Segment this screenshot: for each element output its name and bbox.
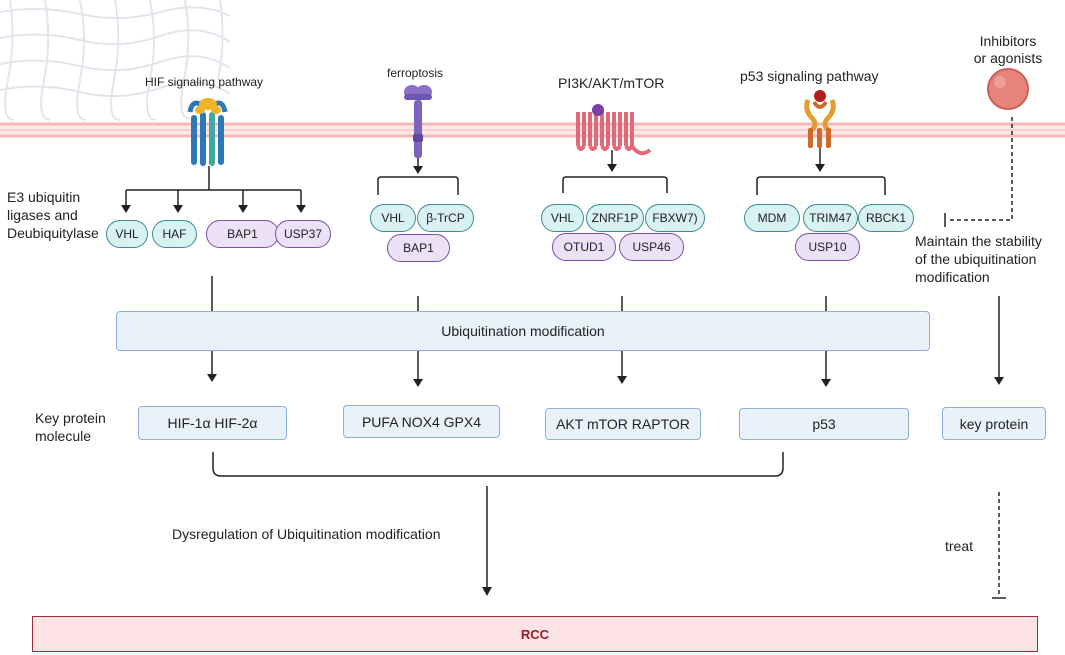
rcc-bar: RCC xyxy=(32,616,1038,652)
stability-text-line3: modification xyxy=(915,269,990,285)
p53-pathway-title: p53 signaling pathway xyxy=(740,68,879,84)
key-protein-label-line2: molecule xyxy=(35,428,92,444)
stability-text-line2: of the ubiquitination xyxy=(915,251,1037,267)
e3-label-line1: E3 ubiquitin xyxy=(7,189,81,205)
enzyme-usp46: USP46 xyxy=(619,233,684,261)
pi3k-bracket xyxy=(562,150,668,193)
enzyme-vhl-pi3k: VHL xyxy=(541,204,584,232)
enzyme-mdm: MDM xyxy=(744,204,800,232)
extracellular-matrix-grid xyxy=(0,0,231,121)
rcc-label: RCC xyxy=(520,626,550,642)
key-protein-ferroptosis: PUFA NOX4 GPX4 xyxy=(343,405,500,438)
dysregulation-arrowhead xyxy=(482,587,492,596)
inhibitors-label-line1: Inhibitors xyxy=(979,33,1037,49)
hif-branch-tree xyxy=(125,166,302,206)
enzyme-znrf1p: ZNRF1P xyxy=(586,204,644,232)
cell-membrane xyxy=(0,122,1065,138)
pi3k-pathway-title: PI3K/AKT/mTOR xyxy=(558,75,665,91)
enzyme-rbck1: RBCK1 xyxy=(858,204,914,232)
enzyme-bap1-ferroptosis: BAP1 xyxy=(387,234,450,262)
enzyme-haf: HAF xyxy=(152,220,197,248)
ferroptosis-title: ferroptosis xyxy=(387,66,444,80)
inhibitor-agonist-icon xyxy=(987,68,1029,110)
down-arrowheads xyxy=(207,374,1004,387)
treat-dashed-path xyxy=(992,492,1006,599)
enzyme-btrcp: β-TrCP xyxy=(417,204,474,232)
p53-receptor-icon xyxy=(804,90,836,148)
ligand-icon xyxy=(592,104,604,116)
enzyme-trim47: TRIM47 xyxy=(803,204,858,232)
enzyme-vhl-hif: VHL xyxy=(106,220,148,248)
key-protein-label-line1: Key protein xyxy=(35,410,106,426)
hif-receptor-icon xyxy=(187,98,228,166)
key-protein-p53: p53 xyxy=(739,408,909,440)
enzyme-usp10: USP10 xyxy=(795,233,860,261)
enzyme-bap1-hif: BAP1 xyxy=(206,220,279,248)
enzyme-usp37: USP37 xyxy=(275,220,331,248)
stability-text-line1: Maintain the stability xyxy=(915,233,1042,249)
pi3k-receptor-icon xyxy=(576,112,652,156)
inhibitor-dashed-path xyxy=(944,117,1013,227)
key-protein-hif: HIF-1α HIF-2α xyxy=(138,406,287,440)
key-protein-generic: key protein xyxy=(942,407,1046,440)
p53-bracket xyxy=(756,148,886,195)
enzyme-fbxw7: FBXW7) xyxy=(645,204,705,232)
e3-label-line3: Deubiquitylase xyxy=(7,225,99,241)
e3-label-line2: ligases and xyxy=(7,207,78,223)
dysregulation-label: Dysregulation of Ubiquitination modifica… xyxy=(172,526,441,542)
key-protein-pi3k: AKT mTOR RAPTOR xyxy=(545,408,701,440)
inhibitors-label-line2: or agonists xyxy=(973,50,1043,66)
ferroptosis-receptor-icon xyxy=(404,85,432,158)
hif-pathway-title: HIF signaling pathway xyxy=(145,75,264,89)
key-protein-bracket xyxy=(212,452,784,588)
treat-label: treat xyxy=(945,538,974,554)
hif-branch-arrowheads xyxy=(121,205,306,213)
enzyme-vhl-ferroptosis: VHL xyxy=(370,204,416,232)
ferroptosis-bracket xyxy=(377,158,459,195)
enzyme-otud1: OTUD1 xyxy=(552,233,616,261)
ubiquitination-modification-box: Ubiquitination modification xyxy=(116,311,930,351)
